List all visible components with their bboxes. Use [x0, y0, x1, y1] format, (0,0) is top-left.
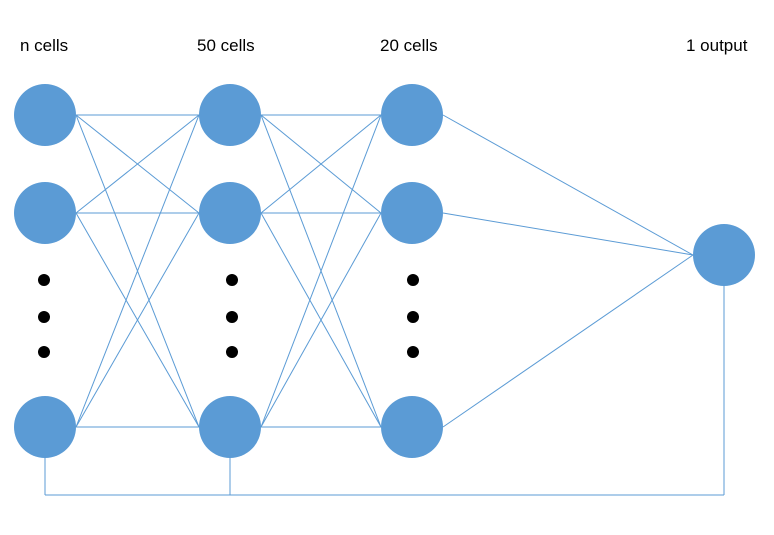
layer-label-hidden-2: 20 cells — [380, 36, 438, 55]
feedback-loop — [44, 286, 725, 496]
layer-label-output: 1 output — [686, 36, 748, 55]
neuron-node-output-0 — [693, 224, 755, 286]
edge-l2-n1-to-n0 — [442, 212, 694, 256]
ellipsis-dot-input-1 — [38, 311, 50, 323]
edge-l0-n2-to-n1 — [75, 212, 200, 428]
neuron-node-hidden-1-2 — [199, 396, 261, 458]
edge-l1-n2-to-n0 — [260, 114, 382, 428]
ellipsis-dots — [38, 274, 419, 358]
neuron-node-hidden-1-1 — [199, 182, 261, 244]
neuron-nodes — [14, 84, 755, 458]
layer-label-input: n cells — [20, 36, 69, 55]
neuron-node-hidden-1-0 — [199, 84, 261, 146]
ellipsis-dot-hidden-1-2 — [226, 346, 238, 358]
ellipsis-dot-input-2 — [38, 346, 50, 358]
neuron-node-hidden-2-0 — [381, 84, 443, 146]
edge-l2-n0-to-n0 — [442, 114, 694, 256]
neuron-node-input-1 — [14, 182, 76, 244]
neuron-node-hidden-2-2 — [381, 396, 443, 458]
edge-l1-n2-to-n1 — [260, 212, 382, 428]
ellipsis-dot-hidden-1-1 — [226, 311, 238, 323]
layer-label-hidden-1: 50 cells — [197, 36, 255, 55]
edge-l0-n2-to-n0 — [75, 114, 200, 428]
ellipsis-dot-input-0 — [38, 274, 50, 286]
edge-l2-n2-to-n0 — [442, 254, 694, 428]
neuron-node-hidden-2-1 — [381, 182, 443, 244]
neuron-node-input-2 — [14, 396, 76, 458]
edge-l0-n1-to-n0 — [75, 114, 200, 214]
ellipsis-dot-hidden-1-0 — [226, 274, 238, 286]
neuron-node-input-0 — [14, 84, 76, 146]
edge-l1-n1-to-n0 — [260, 114, 382, 214]
ellipsis-dot-hidden-2-1 — [407, 311, 419, 323]
ellipsis-dot-hidden-2-0 — [407, 274, 419, 286]
ellipsis-dot-hidden-2-2 — [407, 346, 419, 358]
connection-edges — [75, 114, 694, 428]
